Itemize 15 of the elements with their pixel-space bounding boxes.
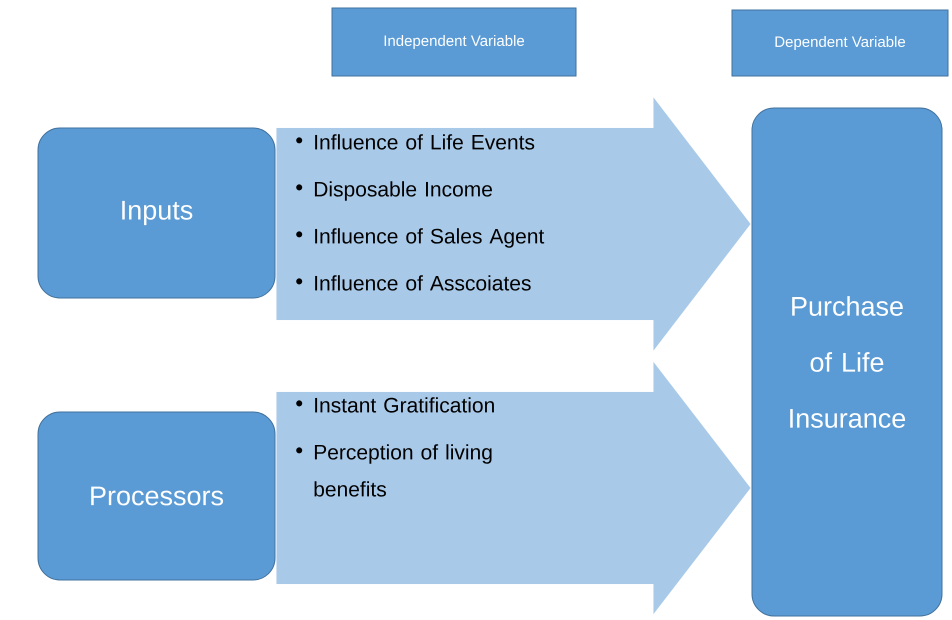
process-box: Inputs <box>38 128 276 298</box>
process-box: Processors <box>38 412 276 580</box>
node-label: Influence of Asscoiates <box>315 275 531 291</box>
node-label: Influence of Life Events <box>315 134 534 150</box>
node-label: Influence of Sales Agent <box>315 228 544 248</box>
bullet-list: Instant Gratification Perception of living benefits <box>296 397 494 497</box>
block-arrow <box>276 97 751 351</box>
node-label: Perception of living benefits <box>314 444 492 497</box>
node-label: Instant Gratification <box>315 397 494 413</box>
header-box: Independent Variable <box>332 8 576 76</box>
outcome-box: Purchase of Life Insurance <box>752 108 942 616</box>
block-arrow <box>276 362 751 614</box>
node-label: Disposable Income <box>314 181 492 201</box>
bullet-list: Influence of Life Events Disposable Income Influence of Sales Agent Influence of Asscoiates <box>296 134 544 291</box>
header-box: Dependent Variable <box>732 10 948 76</box>
